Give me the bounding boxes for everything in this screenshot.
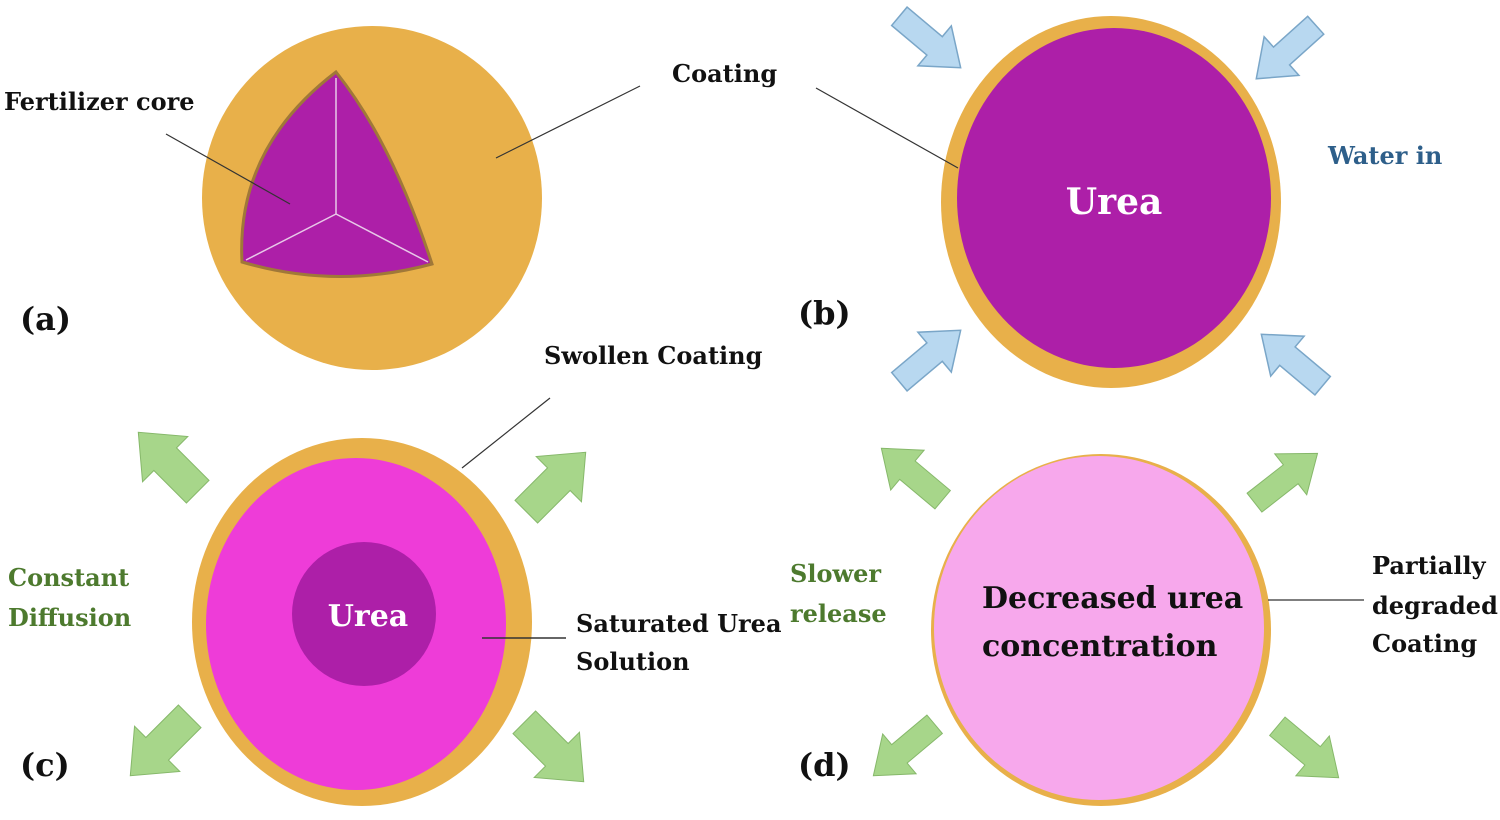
slower-label-line2: release (790, 599, 887, 628)
panel-c-label: (c) (20, 746, 70, 784)
panel-a-label: (a) (20, 300, 71, 338)
urea-label-c: Urea (328, 599, 409, 634)
coating-leader-a (495, 85, 641, 159)
diffusion-label-line1: Constant (8, 563, 129, 592)
panel-b: Urea Water in (b) (798, 0, 1442, 407)
decreased-label-line2: concentration (982, 629, 1218, 664)
urea-core-c (292, 542, 436, 686)
panel-c: Swollen Coating Urea Saturated Urea Solu… (8, 341, 782, 806)
water-arrow-bottom-left (881, 309, 979, 403)
urea-label-b: Urea (1066, 181, 1163, 223)
water-in-label: Water in (1327, 141, 1442, 170)
panel-d-label: (d) (798, 746, 851, 784)
release-arrow-bottom-right (1260, 705, 1356, 799)
diffusion-arrow-bottom-right (501, 699, 607, 805)
decreased-urea-solution (934, 456, 1264, 800)
coating-label: Coating (672, 59, 777, 88)
diffusion-label-line2: Diffusion (8, 603, 131, 632)
water-arrow-top-right (1238, 5, 1334, 99)
release-arrow-bottom-left (856, 703, 952, 797)
slower-label-line1: Slower (790, 559, 881, 588)
release-arrow-top-left (864, 427, 960, 521)
core-edge-lines (245, 78, 429, 263)
swollen-coating-leader (461, 397, 551, 469)
diffusion-arrow-bottom-left (107, 693, 213, 799)
swollen-coating-label: Swollen Coating (544, 341, 763, 370)
diffusion-arrow-top-left (115, 409, 221, 515)
degraded-label-line2: degraded (1372, 591, 1498, 620)
degraded-label-line3: Coating (1372, 629, 1477, 658)
release-arrow-top-right (1237, 432, 1335, 524)
water-arrow-top-left (881, 0, 979, 89)
saturated-label-line1: Saturated Urea (576, 609, 782, 638)
fertilizer-core-leader (165, 133, 291, 205)
fertilizer-core-label: Fertilizer core (4, 87, 195, 116)
water-arrow-bottom-right (1243, 313, 1341, 407)
coating-leader-b (815, 87, 959, 169)
decreased-label-line1: Decreased urea (982, 581, 1243, 616)
fertilizer-core-wedge (240, 69, 434, 278)
degraded-label-line1: Partially (1372, 551, 1487, 580)
diffusion-arrow-top-right (503, 429, 609, 535)
panel-a: Fertilizer core Coating (a) (4, 26, 777, 370)
urea-core-b (957, 28, 1271, 368)
panel-b-label: (b) (798, 294, 851, 332)
saturated-label-line2: Solution (576, 647, 690, 676)
panel-d: Decreased urea concentration Slower rele… (790, 427, 1498, 806)
